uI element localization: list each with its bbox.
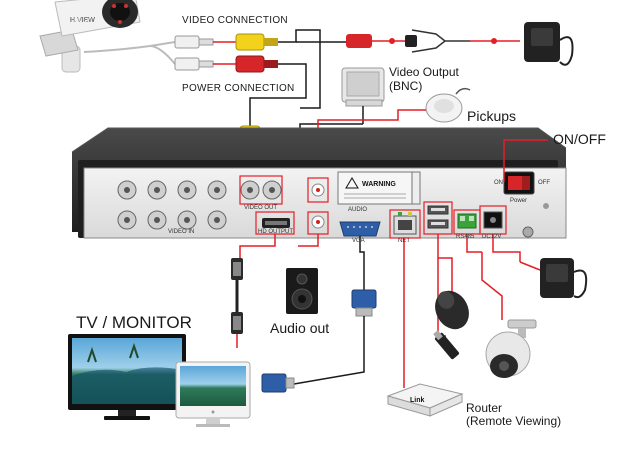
vga-cable-icon [351,289,377,317]
router-logo: Link [410,397,424,404]
power-plug-white-icon [174,57,214,71]
ptz-dome-camera-icon [485,319,537,378]
ground-screw [522,226,534,238]
warning-text: WARNING [362,181,396,188]
camera-logo: H.VIEW [70,17,95,24]
audio-out-label: Audio out [270,320,330,336]
video-output-sub-label: (BNC) [389,79,423,93]
on-label: ON [494,180,503,186]
on-off-line [503,139,548,182]
power-switch [503,171,535,195]
video-output-label: Video Output [389,65,459,79]
pc-monitor-icon [175,361,251,427]
pickups-label: Pickups [467,108,517,124]
usb-ports [427,205,449,229]
dc12v-jack [483,211,503,229]
hdmi-cable-icon [231,258,243,334]
dc12v-label: DC12V [482,234,502,240]
rca-red-plug-icon [235,55,278,73]
vga-label: VGA [352,238,365,244]
off-label: OFF [538,180,550,186]
camera-cable [83,41,176,53]
hdmi-port [262,218,290,228]
warning-label: WARNING [337,171,421,205]
video-out-label: VIDEO OUT [244,205,278,211]
video-out-port [240,180,282,200]
crt-monitor-icon [341,67,385,107]
power-label: Power [510,198,528,204]
router-label: Router [466,401,503,415]
rs485-label: RS485 [456,234,475,240]
vga-cable-icon [261,373,295,393]
tv-monitor-icon [68,334,186,420]
microphone-pickup-icon [425,87,471,123]
router-icon: Link [386,383,464,417]
usb-mouse-icon [435,290,469,330]
power-connection-label: POWER CONNECTION [182,83,295,94]
video-cable [278,29,321,109]
tv-monitor-label: TV / MONITOR [76,313,192,332]
bullet-camera-icon: H.VIEW [39,0,141,73]
net-label: NET [398,238,410,244]
power-splitter-icon [346,29,520,53]
usb-stick-icon [433,330,460,360]
power-adapter-icon [524,22,574,66]
power-adapter-icon [540,258,588,299]
audio-ports [311,183,325,229]
ethernet-port [393,212,417,235]
bnc-plug-white-icon [174,35,214,49]
video-in-label: VIDEO IN [168,229,195,235]
on-off-label: ON/OFF [553,131,606,147]
router-sub-label: (Remote Viewing) [466,414,562,428]
video-connection-label: VIDEO CONNECTION [182,15,288,26]
camera-logo: H.VIEW [71,18,93,24]
audio-label: AUDIO [348,207,368,213]
rs485-terminal [457,213,477,229]
vga-port [339,221,381,237]
video-in-bnc-ports [117,180,227,230]
speaker-icon [286,268,318,314]
rca-yellow-plug-icon [235,33,278,51]
hd-output-label: HD OUTPUT [258,229,293,235]
